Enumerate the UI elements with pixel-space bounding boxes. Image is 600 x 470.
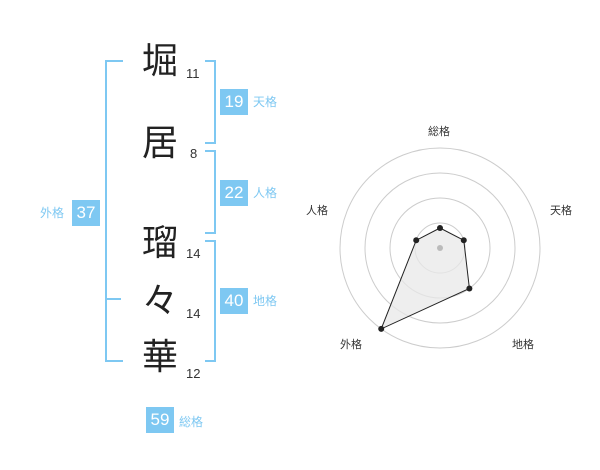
name-char-1: 堀 xyxy=(141,41,178,82)
radar-point xyxy=(460,237,467,244)
gaikaku-bracket xyxy=(105,60,123,362)
stroke-count-4: 14 xyxy=(186,306,201,321)
radar-polygon xyxy=(380,227,470,330)
radar-points xyxy=(378,225,473,332)
jinkaku-bracket xyxy=(205,150,216,234)
radar-point xyxy=(466,285,473,292)
tenkaku-label: 天格 xyxy=(253,95,278,109)
stroke-count-3: 14 xyxy=(186,246,201,261)
name-char-5: 華 xyxy=(141,337,178,378)
axis-label-soukaku: 総格 xyxy=(428,125,450,138)
radar-ring xyxy=(339,147,541,349)
chikaku-value: 40 xyxy=(220,288,248,314)
radar-point xyxy=(437,225,443,231)
soukaku-value: 59 xyxy=(146,407,174,433)
axis-label-gaikaku: 外格 xyxy=(340,338,362,351)
axis-label-jinkaku: 人格 xyxy=(306,204,328,217)
radar-center-dot xyxy=(437,245,443,251)
jinkaku-label: 人格 xyxy=(253,186,278,200)
jinkaku-value: 22 xyxy=(220,180,248,206)
radar-point xyxy=(378,325,385,332)
axis-label-chikaku: 地格 xyxy=(512,338,534,351)
gaikaku-value: 37 xyxy=(72,200,100,226)
gaikaku-bracket-divider xyxy=(105,298,121,300)
radar-ring xyxy=(364,172,516,324)
chikaku-label: 地格 xyxy=(253,294,278,308)
soukaku-label: 総格 xyxy=(179,415,204,429)
chikaku-bracket xyxy=(205,240,216,362)
tenkaku-value: 19 xyxy=(220,89,248,115)
name-char-4: 々 xyxy=(141,281,178,322)
stroke-count-2: 8 xyxy=(190,146,198,161)
radar-point xyxy=(413,237,420,244)
axis-label-tenkaku: 天格 xyxy=(550,204,572,217)
name-char-2: 居 xyxy=(141,123,178,164)
stroke-count-5: 12 xyxy=(186,366,201,381)
gaikaku-label: 外格 xyxy=(40,206,65,220)
stroke-count-1: 11 xyxy=(186,66,200,81)
tenkaku-bracket xyxy=(205,60,216,144)
name-char-3: 瑠 xyxy=(141,223,178,264)
